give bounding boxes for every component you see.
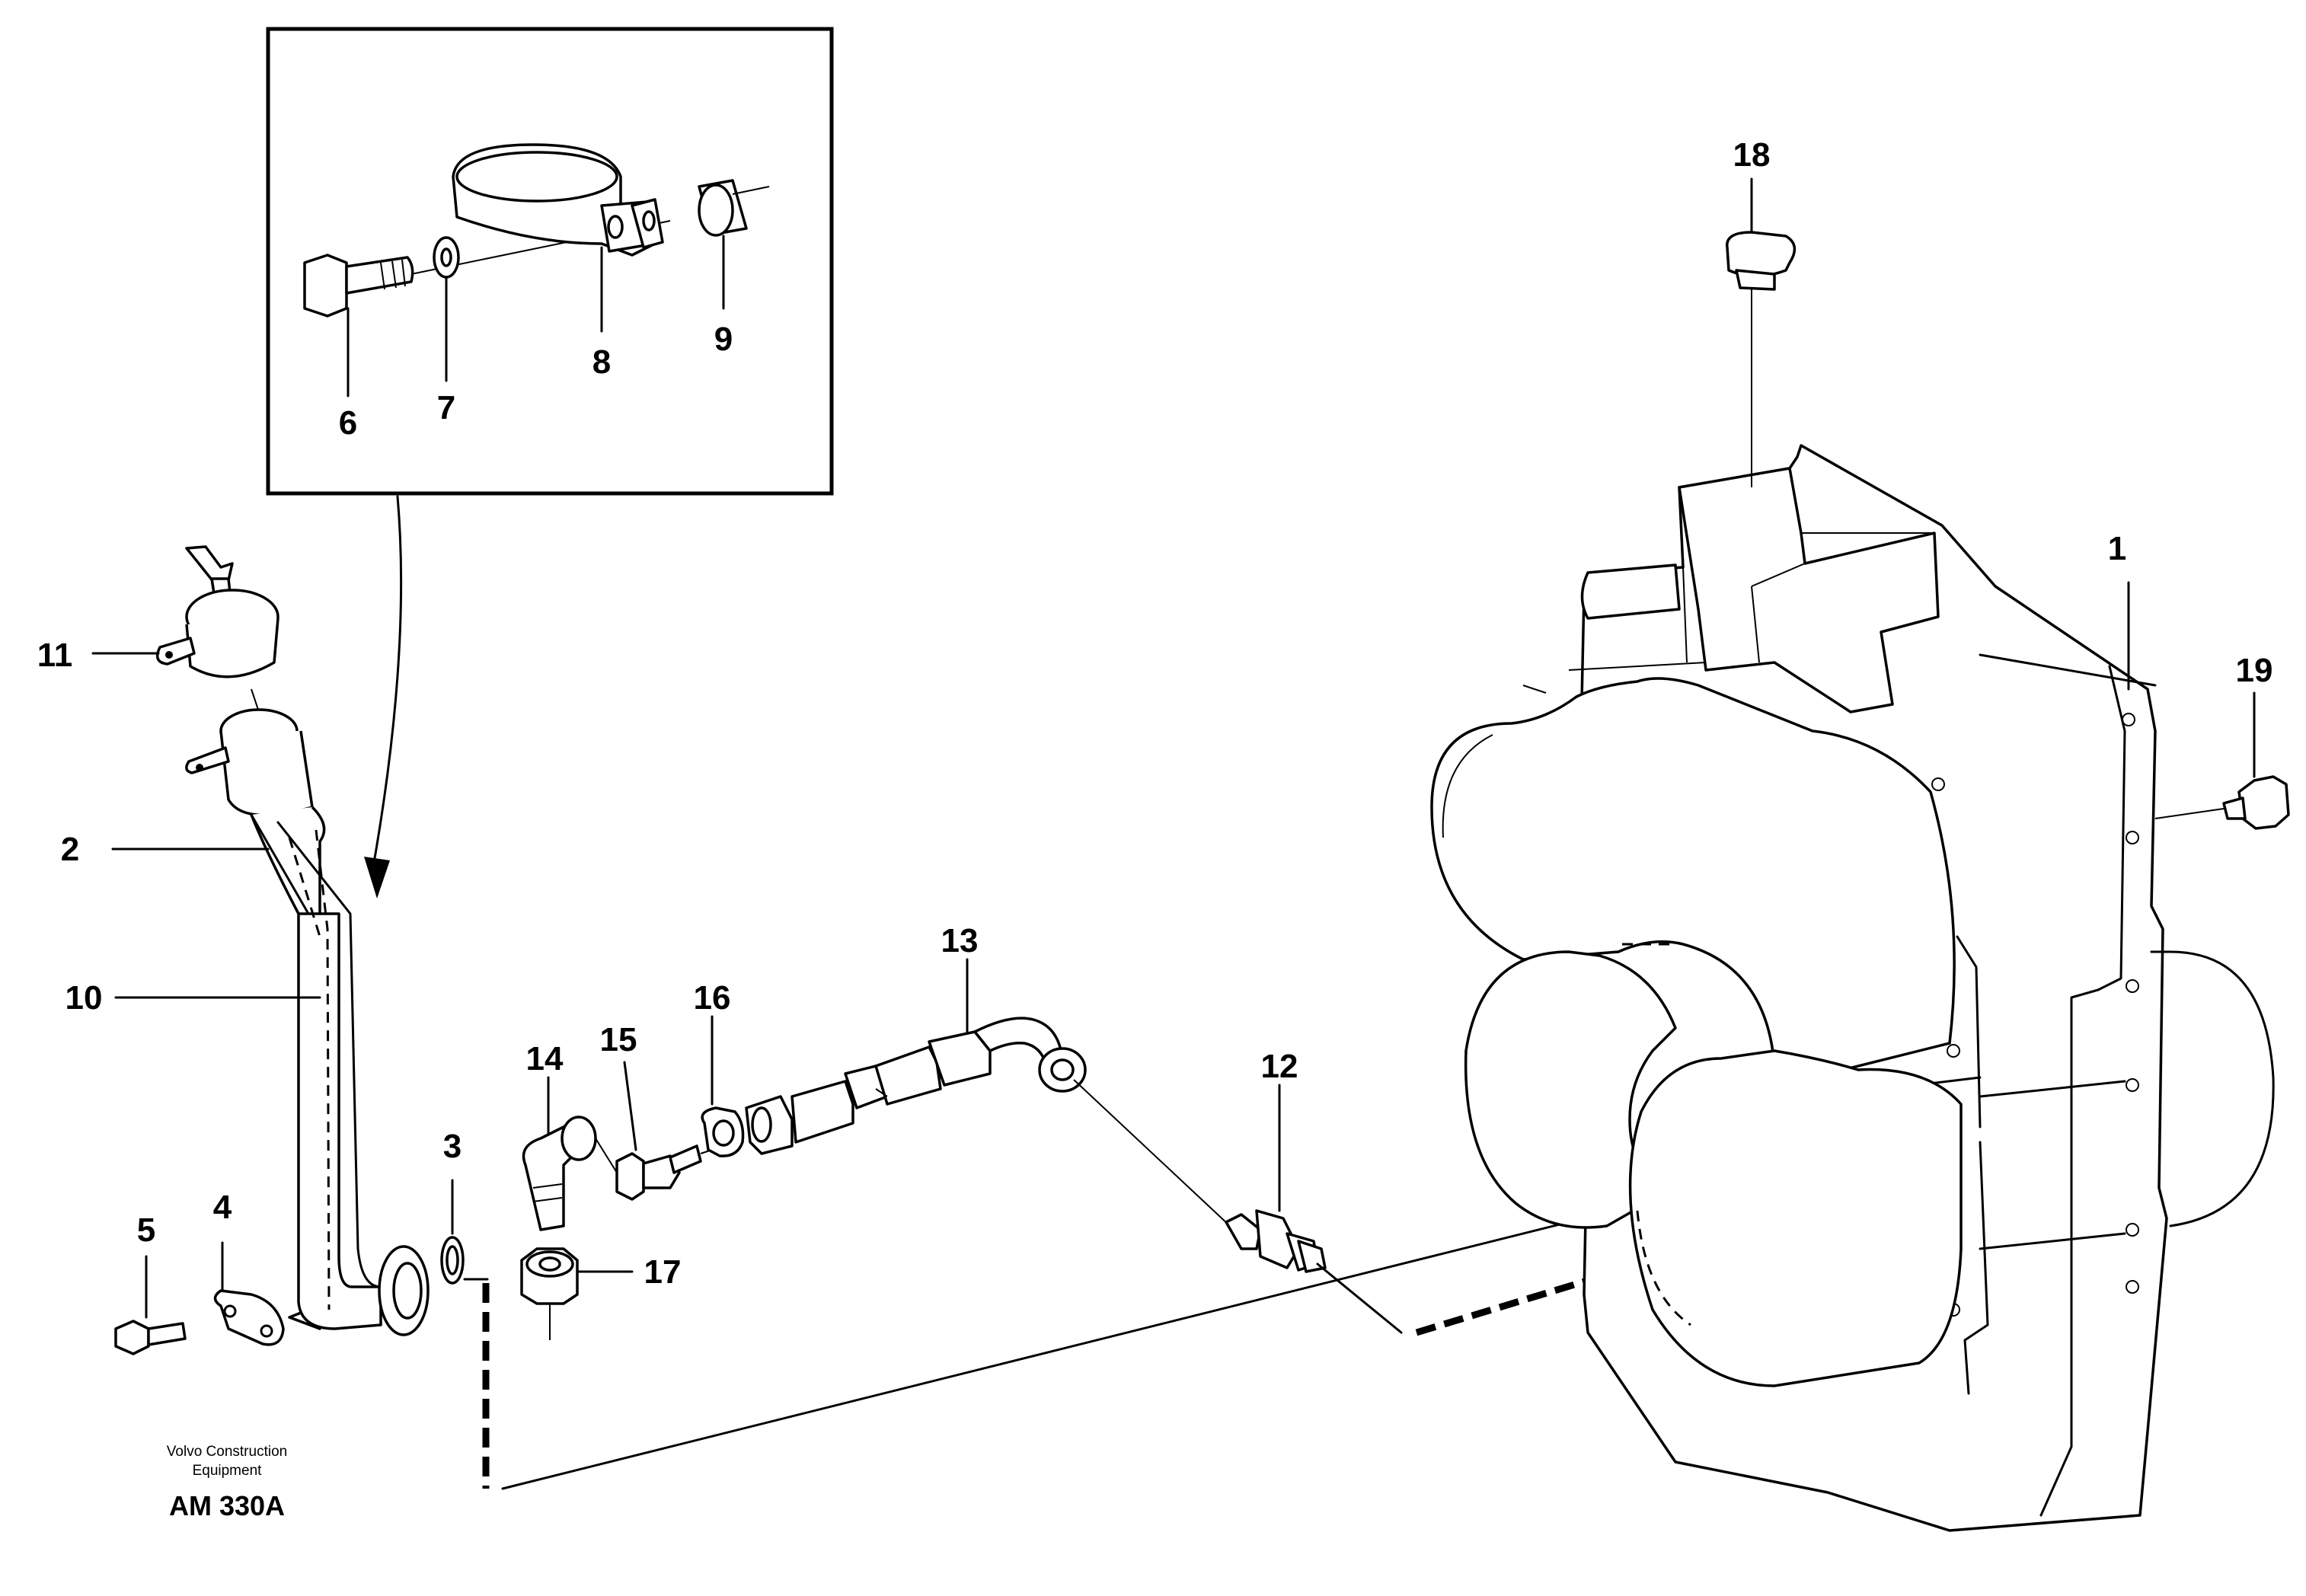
callout-11: 11 xyxy=(37,637,73,674)
callout-17: 17 xyxy=(644,1253,682,1291)
callout-labels: 1 2 3 4 5 6 7 8 9 10 11 12 13 14 15 16 1… xyxy=(37,136,2273,1291)
o-ring-3 xyxy=(440,1236,465,1285)
callout-1: 1 xyxy=(2108,530,2126,567)
callout-10: 10 xyxy=(65,979,103,1017)
nipple-15 xyxy=(615,1144,724,1201)
washer-7 xyxy=(433,236,460,279)
screw-5 xyxy=(114,1320,187,1355)
callout-12: 12 xyxy=(1261,1048,1298,1085)
callout-14: 14 xyxy=(526,1040,564,1077)
bracket-4 xyxy=(213,1289,285,1346)
routing-lines xyxy=(463,1202,1677,1490)
bolt-6 xyxy=(303,254,414,318)
filler-pipe-assembly xyxy=(114,545,465,1355)
callout-18: 18 xyxy=(1733,136,1771,174)
credit-block: Volvo Construction Equipment AM 330A xyxy=(167,1444,287,1521)
leader-lines xyxy=(91,581,2130,999)
callout-5: 5 xyxy=(137,1211,155,1249)
credit-company: Volvo Construction xyxy=(167,1444,287,1460)
elbow-14 xyxy=(522,1116,618,1231)
callout-13: 13 xyxy=(941,922,979,959)
transmission-housing-1 xyxy=(1430,444,2275,1532)
washer-16 xyxy=(701,1106,745,1157)
callout-15: 15 xyxy=(600,1021,637,1058)
callout-16: 16 xyxy=(694,979,731,1017)
plug-19 xyxy=(2154,775,2290,830)
callout-2: 2 xyxy=(61,831,79,868)
callout-8: 8 xyxy=(592,343,611,381)
callout-4: 4 xyxy=(213,1189,232,1226)
dipstick-cap-11 xyxy=(155,545,279,678)
drawing-code: AM 330A xyxy=(169,1490,285,1521)
detail-inset xyxy=(266,27,834,496)
callout-19: 19 xyxy=(2236,652,2273,689)
callout-7: 7 xyxy=(437,389,455,426)
breather-12 xyxy=(1225,1209,1327,1273)
pipe-2 xyxy=(185,708,430,1336)
callout-3: 3 xyxy=(443,1128,462,1165)
callout-9: 9 xyxy=(714,321,733,358)
clamp-8 xyxy=(452,143,664,257)
sleeve-9 xyxy=(698,179,770,237)
callout-6: 6 xyxy=(339,404,357,442)
credit-division: Equipment xyxy=(193,1463,263,1479)
hose-fittings xyxy=(520,958,1327,1340)
nut-17 xyxy=(520,1247,579,1340)
plug-18 xyxy=(1726,231,1797,487)
hose-13 xyxy=(745,1017,1087,1155)
reference-arrow xyxy=(364,495,403,899)
